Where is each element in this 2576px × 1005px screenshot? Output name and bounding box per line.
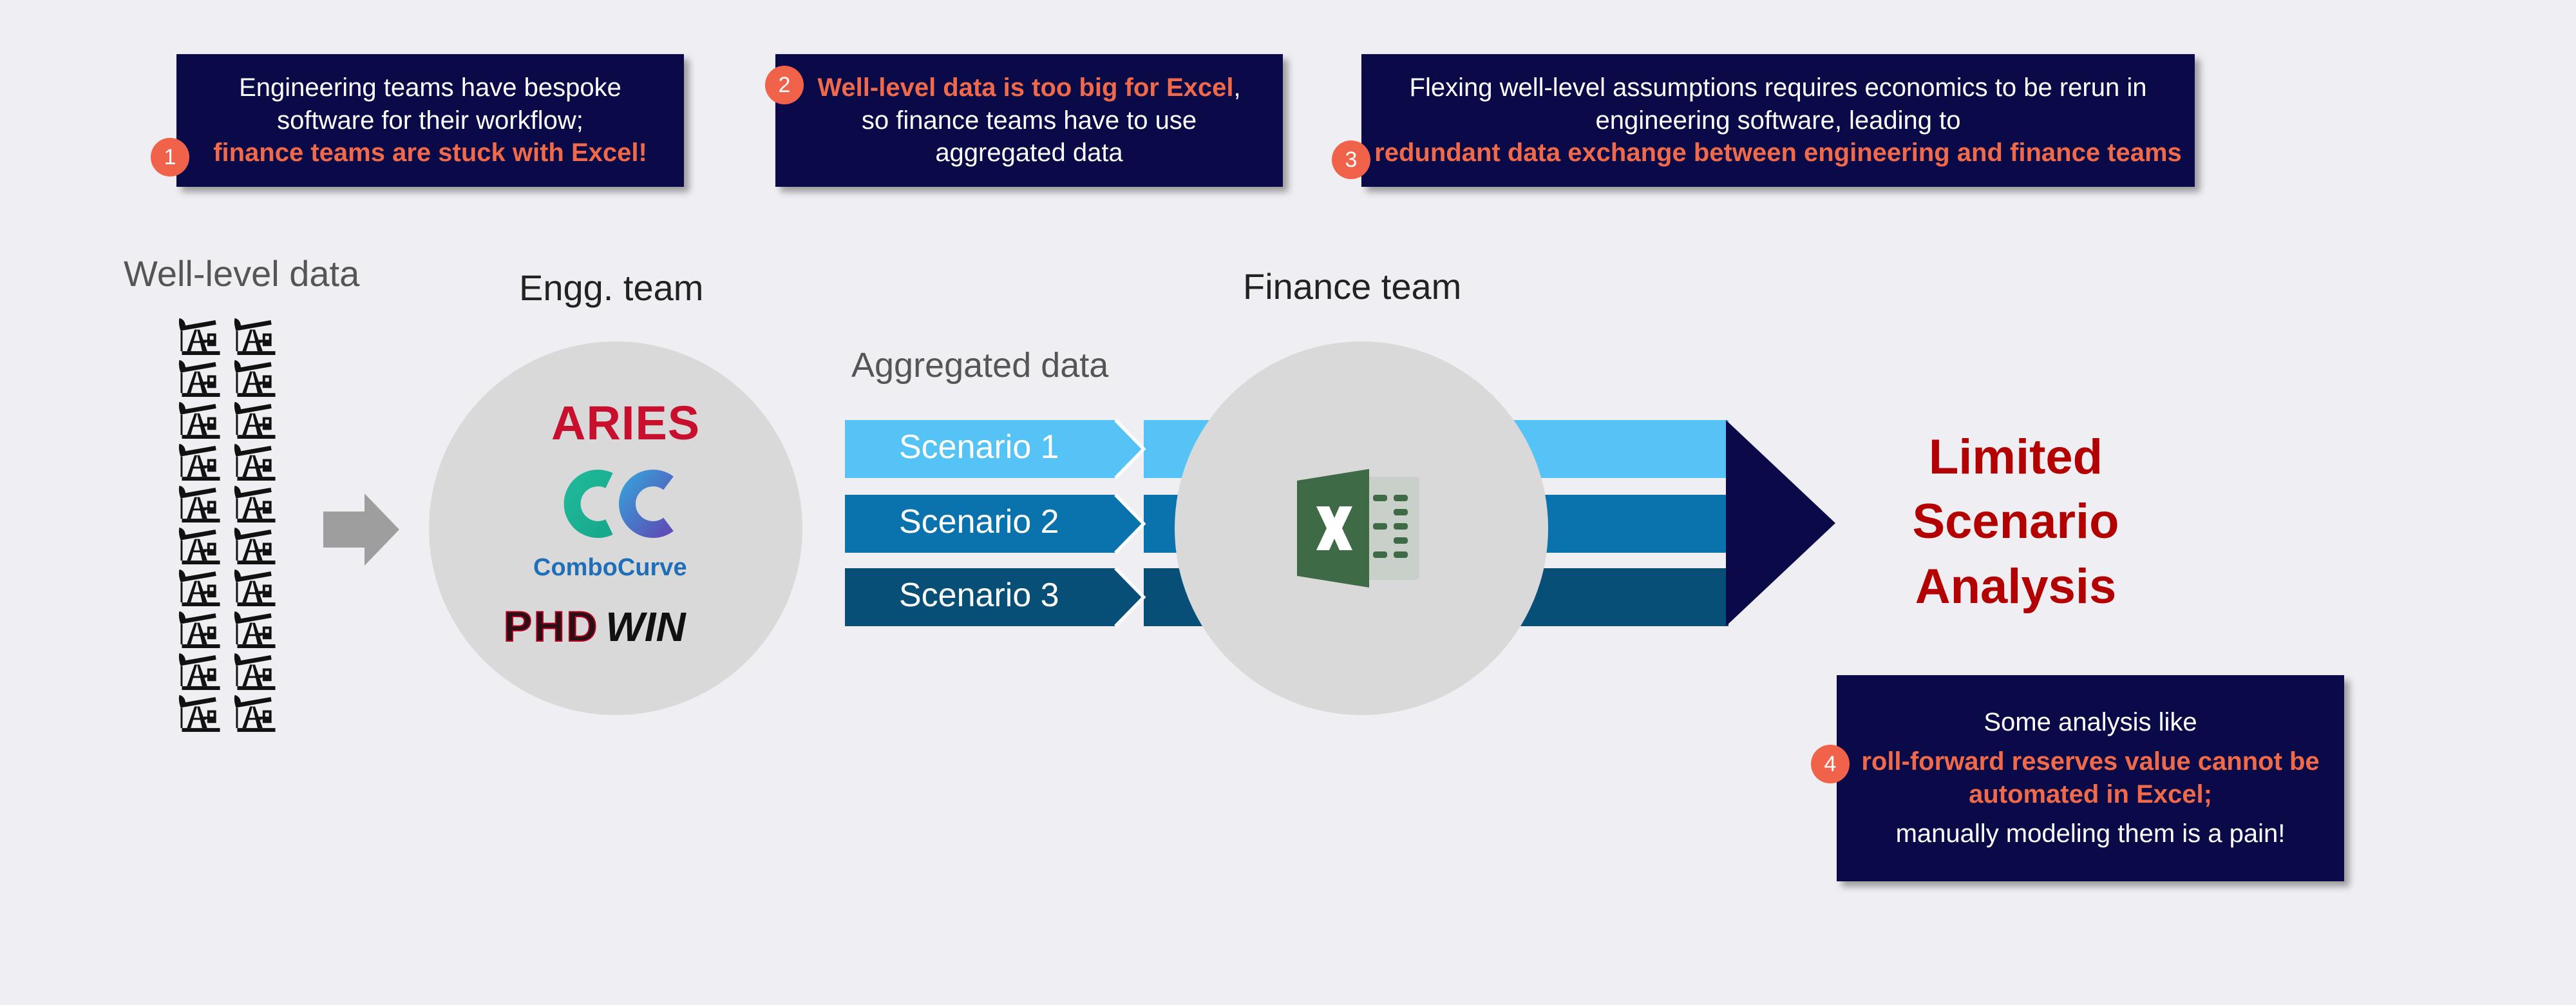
callout-2-line3: aggregated data xyxy=(935,139,1123,168)
callout-1: Engineering teams have bespoke software … xyxy=(176,54,684,187)
scenario-1-label: Scenario 1 xyxy=(899,428,1059,466)
oil-pump-jack-icon xyxy=(234,318,276,356)
callout-1-line2: software for their workflow; xyxy=(277,106,583,135)
callout-2-line2: so finance teams have to use xyxy=(861,106,1197,135)
result-line-1: Limited xyxy=(1928,430,2103,484)
callout-3: Flexing well-level assumptions requires … xyxy=(1361,54,2195,187)
callout-2-line1: Well-level data is too big for Excel, xyxy=(817,72,1240,104)
phdwin-logo-phd: PHD xyxy=(503,602,600,651)
oil-pump-jack-icon xyxy=(178,401,220,439)
callout-3-highlight: redundant data exchange between engineer… xyxy=(1374,139,2182,168)
oil-pump-jack-icon xyxy=(178,443,220,481)
scenario-2-label: Scenario 2 xyxy=(899,503,1059,541)
phdwin-logo-win: WIN xyxy=(605,604,686,650)
excel-icon xyxy=(1297,469,1419,588)
oil-pump-jack-icon xyxy=(234,401,276,439)
oil-pump-jack-icon xyxy=(178,485,220,523)
oil-pump-jack-icon xyxy=(178,653,220,691)
scenario-3-chevron xyxy=(845,568,1144,626)
oil-pump-jack-icon xyxy=(234,569,276,607)
result-line-2: Scenario xyxy=(1912,494,2119,550)
flow-arrowhead xyxy=(1726,420,1835,626)
oil-pump-jack-icon xyxy=(234,443,276,481)
callout-1-line1: Engineering teams have bespoke xyxy=(239,73,621,102)
callout-3-line2: engineering software, leading to xyxy=(1595,106,1961,135)
combocurve-wordmark: ComboCurve xyxy=(533,554,687,581)
callout-3-badge: 3 xyxy=(1332,140,1370,179)
oil-pump-jack-icon xyxy=(234,694,276,732)
combocurve-logo-icon xyxy=(564,470,674,538)
callout-4: Some analysis like roll-forward reserves… xyxy=(1837,675,2344,881)
callout-4-line1: Some analysis like xyxy=(1984,708,2197,737)
callout-4-badge: 4 xyxy=(1811,745,1850,783)
aries-logo: ARIES xyxy=(551,396,701,450)
oil-pump-jack-icon xyxy=(234,611,276,649)
callout-2-line1-tail: , xyxy=(1233,73,1241,102)
callout-1-highlight: finance teams are stuck with Excel! xyxy=(213,139,647,168)
oil-pump-jack-icon xyxy=(178,611,220,649)
scenario-1-chevron xyxy=(845,420,1144,478)
oil-pump-jack-icon xyxy=(178,359,220,397)
right-arrow-icon xyxy=(323,493,399,566)
callout-2-highlight: Well-level data is too big for Excel xyxy=(817,73,1234,102)
oil-pump-jack-icon xyxy=(178,318,220,356)
scenario-3-label: Scenario 3 xyxy=(899,577,1059,614)
oil-pump-jack-icon xyxy=(234,485,276,523)
finance-team-label: Finance team xyxy=(1243,266,1462,307)
callout-4-highlight-2: automated in Excel; xyxy=(1969,780,2212,809)
oil-pump-jack-icon xyxy=(234,653,276,691)
limited-scenario-analysis: Limited Scenario Analysis xyxy=(1893,425,2138,619)
oil-pump-jack-icon xyxy=(178,527,220,565)
oil-pump-jack-icon xyxy=(234,359,276,397)
well-level-data-label: Well-level data xyxy=(124,253,360,294)
oil-pump-jack-icon xyxy=(178,694,220,732)
aggregated-data-label: Aggregated data xyxy=(851,346,1109,385)
oil-pump-jack-icon xyxy=(178,569,220,607)
engg-team-label: Engg. team xyxy=(519,267,704,308)
callout-4-line3: manually modeling them is a pain! xyxy=(1895,819,2286,848)
callout-1-badge: 1 xyxy=(151,138,189,177)
scenario-2-chevron xyxy=(845,495,1144,553)
result-line-3: Analysis xyxy=(1915,559,2117,614)
oil-pump-jack-icon xyxy=(234,527,276,565)
callout-2-badge: 2 xyxy=(765,66,804,104)
engg-team-circle xyxy=(429,341,802,715)
well-icon-grid xyxy=(178,314,278,733)
callout-3-line1: Flexing well-level assumptions requires … xyxy=(1409,73,2147,102)
callout-2: Well-level data is too big for Excel, so… xyxy=(775,54,1283,187)
callout-4-highlight-1: roll-forward reserves value cannot be xyxy=(1861,747,2320,776)
